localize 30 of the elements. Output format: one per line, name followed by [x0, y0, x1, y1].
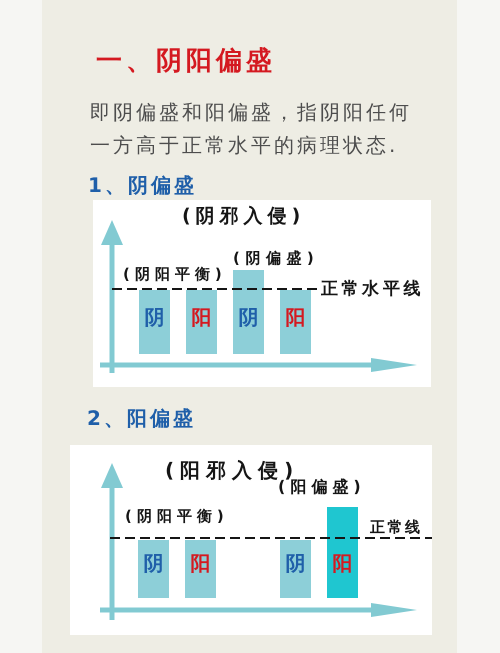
chart-title: (阳邪入侵) [165, 460, 300, 480]
chart-panel [93, 200, 431, 387]
bar [139, 290, 170, 354]
bar [185, 540, 216, 598]
bar-label: 阴 [144, 553, 164, 573]
bar-label: 阴 [144, 307, 164, 327]
chart-annotation: (阴阳平衡) [125, 509, 229, 524]
chart-title: (阴邪入侵) [182, 207, 306, 226]
bar-label: 阴 [286, 553, 306, 573]
bar [138, 540, 169, 598]
bar-label: 阴 [238, 307, 258, 327]
section-heading: 1、阴偏盛 [88, 175, 197, 195]
bar-label: 阳 [332, 553, 352, 573]
chart-panel [70, 445, 432, 635]
description-text: 即阴偏盛和阳偏盛，指阴阳任何一方高于正常水平的病理状态. [90, 99, 413, 159]
bar [280, 540, 311, 598]
bar-label: 阳 [190, 553, 210, 573]
section-heading: 2、阳偏盛 [87, 408, 196, 428]
bar [327, 507, 358, 598]
bar-annotation: (阴偏盛) [233, 251, 320, 266]
bar [233, 270, 264, 354]
chart-annotation: (阴阳平衡) [123, 267, 227, 282]
page-title: 一、阴阳偏盛 [96, 48, 276, 74]
bar-annotation: (阳偏盛) [278, 479, 366, 495]
reference-line-label: 正常水平线 [321, 281, 424, 298]
bar [280, 290, 311, 354]
bar [186, 290, 217, 354]
reference-line-label: 正常线 [370, 520, 422, 535]
bar-label: 阳 [192, 307, 212, 327]
bar-label: 阳 [286, 307, 306, 327]
